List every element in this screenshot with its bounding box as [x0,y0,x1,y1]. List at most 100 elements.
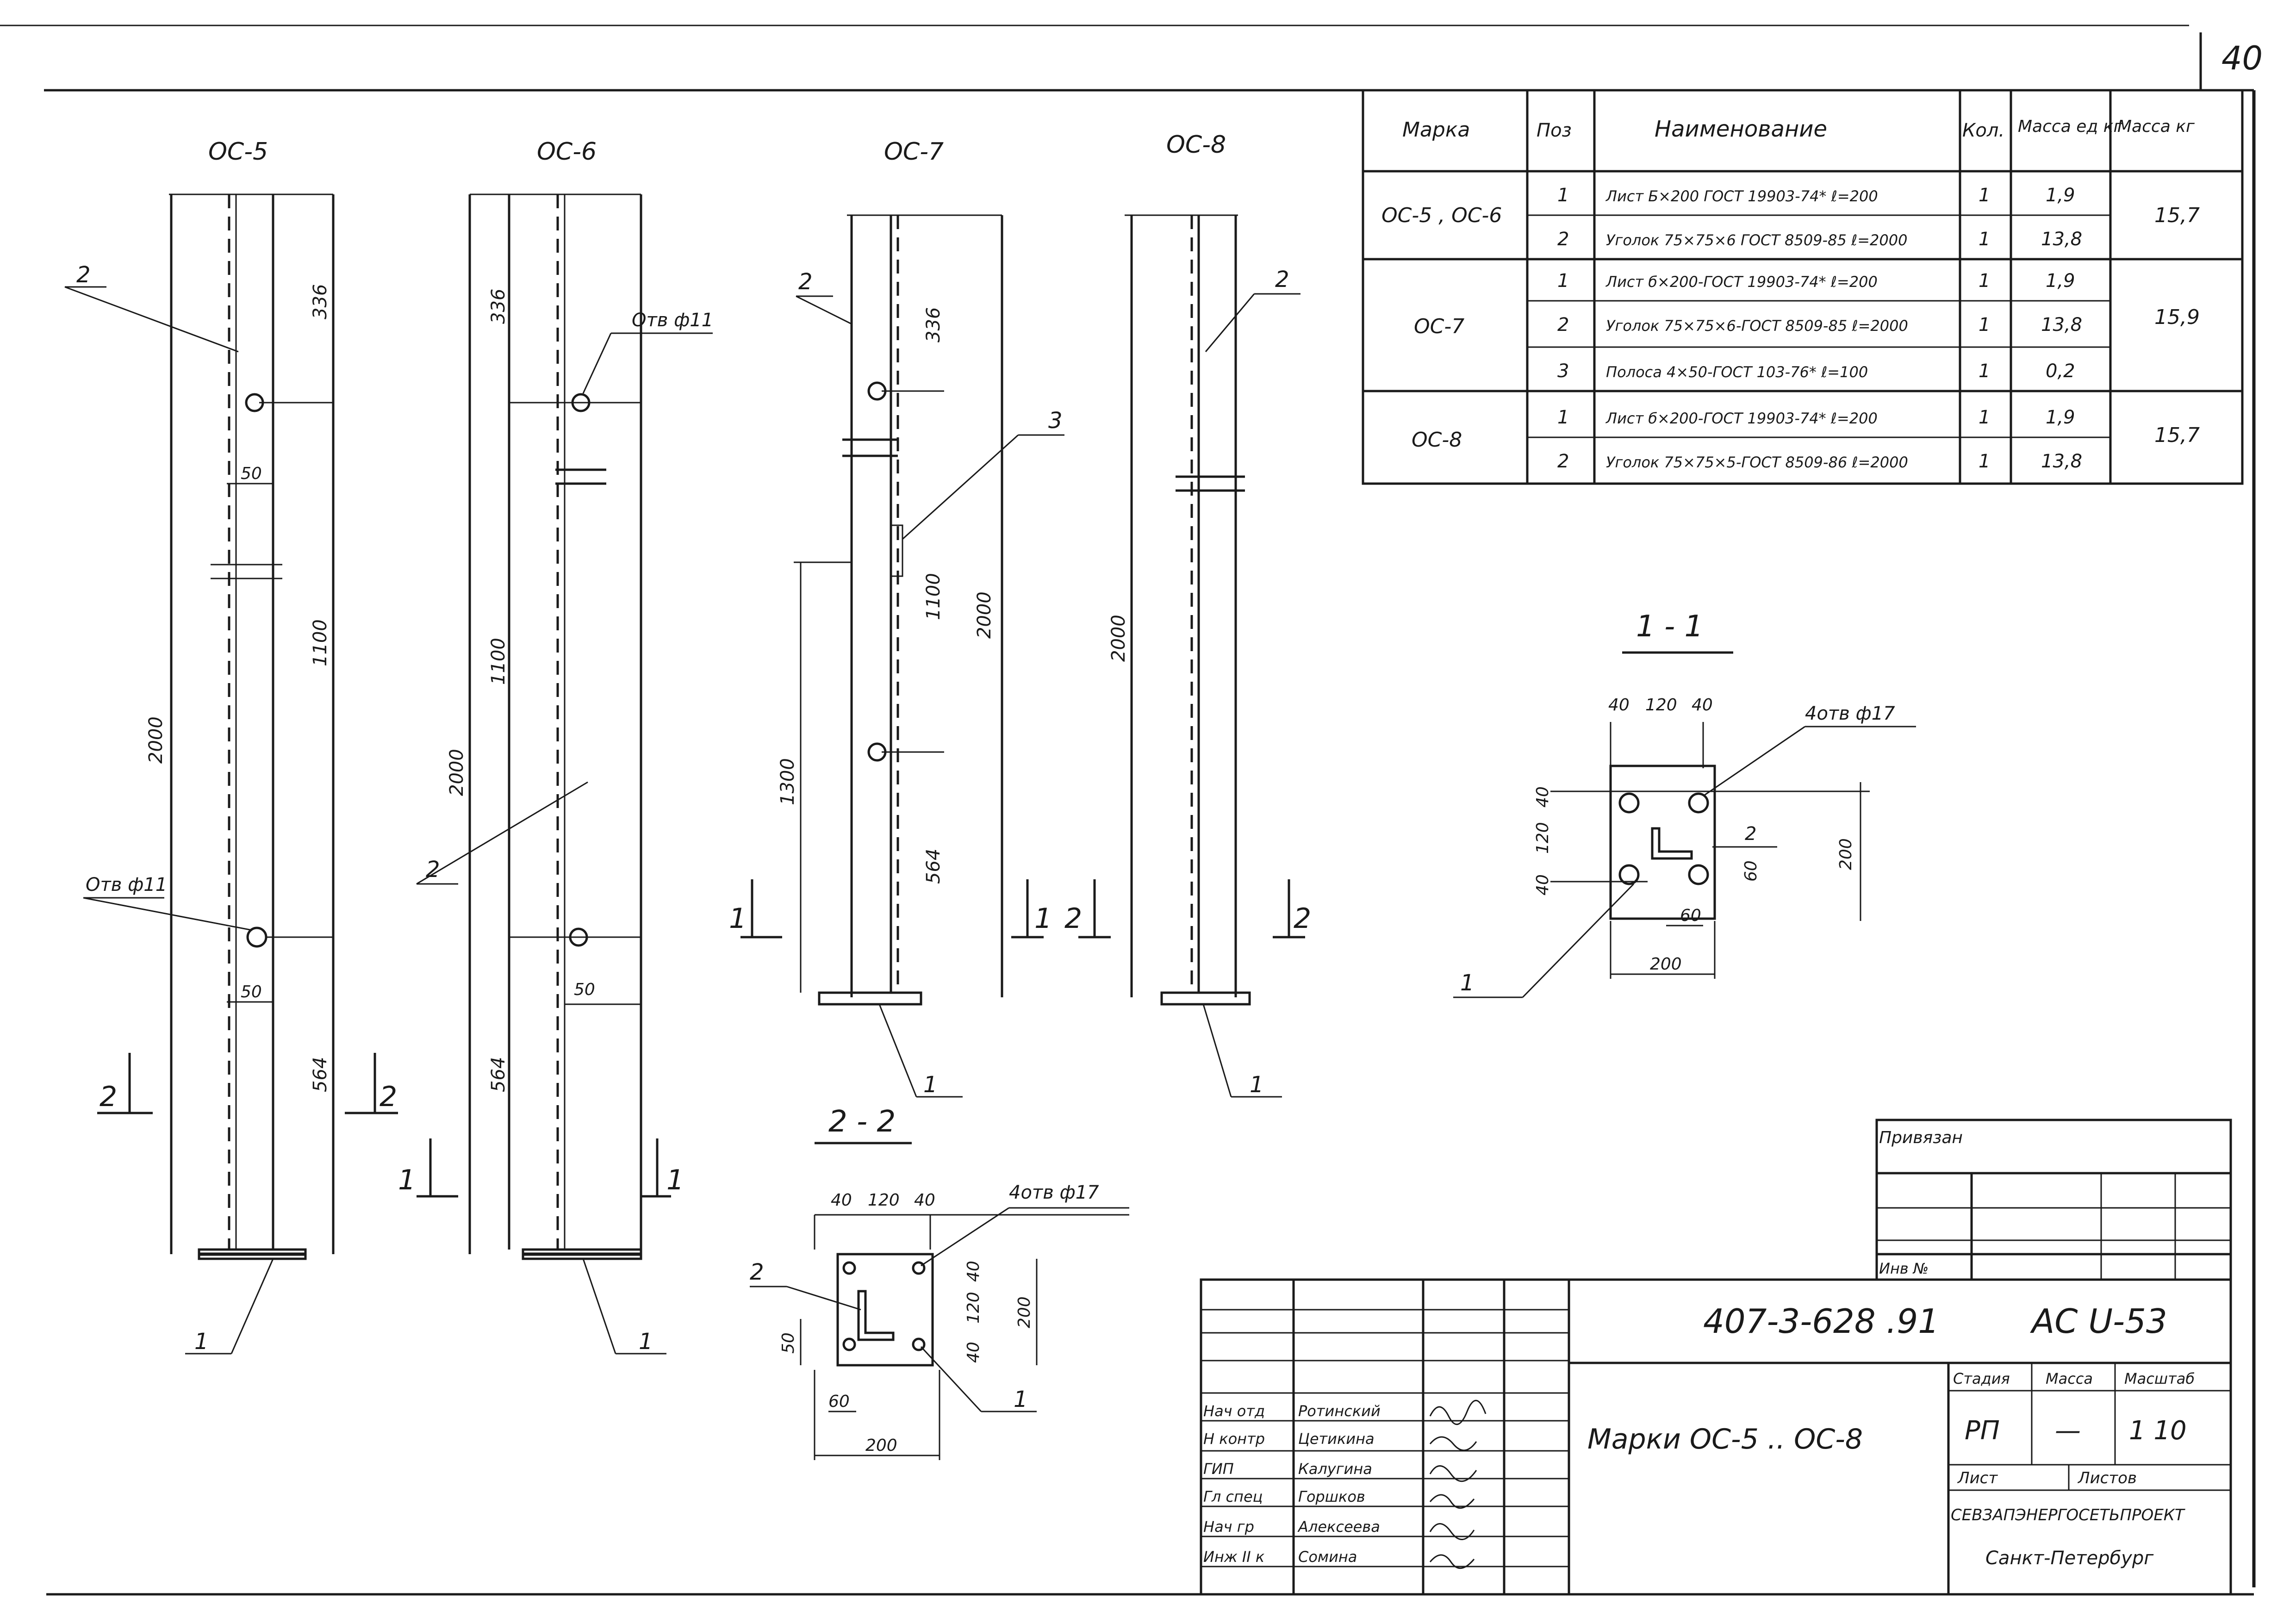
document-code: 407-3-628 .91 [1703,1302,1939,1341]
signature-row: Н контр Цетикина [1203,1430,1375,1448]
table-row: 2 Уголок 75×75×6-ГОСТ 8509-85 ℓ=2000 1 1… [1557,314,2082,336]
svg-text:336: 336 [310,284,331,319]
svg-text:Уголок 75×75×5-ГОСТ 8509-86 ℓ=: Уголок 75×75×5-ГОСТ 8509-86 ℓ=2000 [1606,454,1908,471]
svg-text:1: 1 [1557,185,1569,206]
dim-oc5-336: 336 [310,284,331,319]
callout-1-1-pos1: 1 [1460,970,1475,996]
section-mark-oc7-right: 1 [1011,879,1052,939]
callout-oc5-hole: Отв ф11 [86,874,167,895]
table-header-mark: Марка [1402,118,1470,142]
svg-text:2: 2 [100,1081,117,1113]
callout-oc6-hole: Отв ф11 [632,310,713,331]
svg-text:Гл спец: Гл спец [1203,1488,1263,1505]
table-mark-oc8: ОС-8 [1412,428,1462,452]
svg-text:3: 3 [1557,361,1569,382]
plate-2-2 [836,1253,934,1367]
angle-2-2 [857,1290,895,1341]
dim-1-1-40c: 40 [1533,786,1552,808]
callout-oc6-pos1: 1 [639,1329,653,1355]
hole-oc5-bottom [246,927,268,948]
dim-2-2-50: 50 [779,1332,798,1354]
dim-oc7-2000: 2000 [974,591,995,639]
plate-oc7-strip [890,524,903,577]
dim-1-1-40d: 40 [1533,874,1552,895]
table-header-pos: Поз [1537,120,1572,141]
callout-2-2-pos1: 1 [1014,1387,1028,1412]
plate-1-1 [1609,765,1716,920]
dim-oc6-1100: 1100 [488,638,509,685]
table-header-qty: Кол. [1962,120,2004,141]
dim-2-2-200-bottom: 200 [865,1436,897,1455]
svg-text:2000: 2000 [974,591,995,639]
table-total-oc7: 15,9 [2154,305,2200,329]
hole-1-1-a [1618,792,1640,814]
table-mark-oc7: ОС-7 [1414,315,1464,338]
section-mark-oc7-left: 1 [729,879,782,939]
svg-text:1: 1 [729,902,747,935]
scale-value: 1 10 [2129,1416,2187,1446]
svg-text:Инж II к: Инж II к [1203,1548,1265,1566]
section-mark-oc5-left: 2 [97,1053,153,1114]
callout-oc8-pos2: 2 [1275,267,1289,292]
section-mark-oc6-right: 1 [641,1138,684,1198]
stage-label: Стадия [1953,1370,2010,1387]
table-header-total-mass: Масса кг [2117,117,2195,136]
svg-text:13,8: 13,8 [2041,314,2082,336]
dim-oc7-564: 564 [923,849,944,884]
svg-text:ГИП: ГИП [1203,1460,1234,1478]
section-title-1-1: 1 - 1 [1636,609,1703,644]
assembly-oc8: ОС-8 2000 2 1 2 2 [1064,131,1311,1098]
mark-label-oc6: ОС-6 [537,138,597,166]
table-row: 1 Лист б×200-ГОСТ 19903-74* ℓ=200 1 1,9 [1557,407,2075,428]
section-title-2-2: 2 - 2 [828,1105,896,1139]
svg-text:1100: 1100 [488,638,509,685]
dim-2-2-40c: 40 [964,1261,983,1282]
callout-1-1-pos2: 2 [1745,823,1756,845]
svg-text:13,8: 13,8 [2041,451,2082,472]
dim-oc5-50-top: 50 [241,464,262,483]
svg-text:1: 1 [1979,270,1990,292]
callout-oc5-pos2: 2 [76,262,91,288]
binding-box: Привязан Инв № [1875,1119,2232,1281]
organization-name: СЕВЗАПЭНЕРГОСЕТЬПРОЕКТ [1951,1506,2185,1524]
mark-label-oc5: ОС-5 [208,138,268,166]
dim-1-1-200-side: 200 [1836,838,1855,870]
callout-2-2-holes: 4отв ф17 [1009,1182,1099,1203]
callout-oc6-pos2: 2 [426,857,440,883]
signature-row: ГИП Калугина [1203,1460,1372,1478]
angle-1-1 [1651,827,1693,860]
callout-oc7-pos1: 1 [923,1072,938,1098]
hole-2-2-a [842,1261,856,1275]
svg-text:1: 1 [666,1164,684,1196]
dim-2-2-120b: 120 [964,1292,983,1324]
sheet-number: 40 [2221,39,2263,77]
svg-text:0,2: 0,2 [2046,361,2075,382]
drawing-title: Марки ОС-5 .. ОС-8 [1587,1423,1863,1455]
svg-text:1100: 1100 [923,573,944,620]
dim-2-2-40b: 40 [914,1191,935,1210]
table-total-oc5-6: 15,7 [2154,204,2200,227]
signature-row: Нач отд Ротинский [1203,1402,1381,1420]
callout-oc8-pos1: 1 [1250,1072,1264,1098]
svg-text:564: 564 [923,849,944,884]
svg-text:1: 1 [1979,314,1990,336]
dim-oc7-1100: 1100 [923,573,944,620]
svg-text:2000: 2000 [446,749,467,796]
dim-oc5-50-bottom: 50 [241,983,262,1001]
dim-oc8-2000: 2000 [1108,615,1129,662]
dim-oc5-564: 564 [310,1057,331,1092]
dim-oc5-1100: 1100 [310,619,331,666]
handwritten-signatures [1429,1399,1487,1569]
dim-oc5-2000: 2000 [145,716,167,764]
svg-text:13,8: 13,8 [2041,229,2082,250]
svg-text:1,9: 1,9 [2046,407,2075,428]
svg-text:564: 564 [488,1057,509,1092]
svg-text:Цетикина: Цетикина [1298,1430,1375,1448]
table-row: 2 Уголок 75×75×6 ГОСТ 8509-85 ℓ=2000 1 1… [1557,229,2082,250]
svg-text:2000: 2000 [145,716,167,764]
callout-1-1-holes: 4отв ф17 [1805,703,1895,724]
svg-text:336: 336 [923,307,944,342]
svg-text:2: 2 [1557,229,1569,250]
svg-text:2: 2 [1064,902,1082,935]
